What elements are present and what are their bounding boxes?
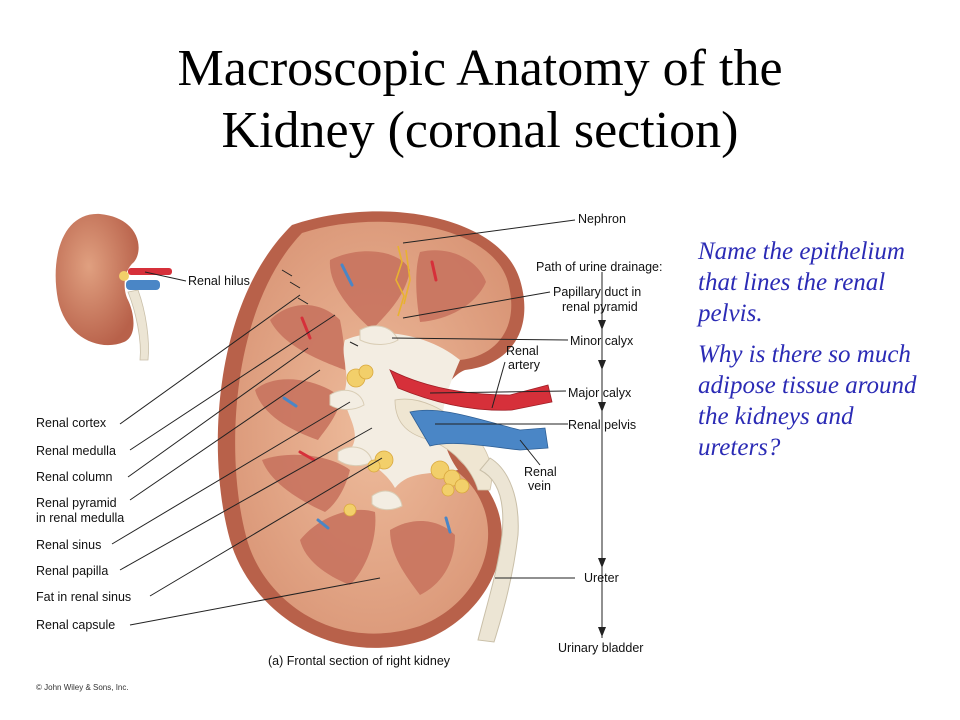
flow-arrow-3 <box>598 402 606 412</box>
minor-calyces <box>329 325 403 511</box>
small-hilus-fat <box>119 271 129 281</box>
small-renal-artery <box>128 268 172 275</box>
small-renal-vein <box>126 280 160 290</box>
label-renal-medulla: Renal medulla <box>36 444 116 458</box>
label-renal-artery-2: artery <box>508 358 541 372</box>
label-papillary-duct-2: renal pyramid <box>562 300 638 314</box>
diagram-labels: Renal hilus Nephron Path of urine draina… <box>36 212 662 692</box>
label-renal-vein-2: vein <box>528 479 551 493</box>
nephron-shape <box>395 245 411 317</box>
small-kidney-shape <box>55 213 139 346</box>
label-renal-capsule: Renal capsule <box>36 618 115 632</box>
question-adipose: Why is there so much adipose tissue arou… <box>698 341 917 461</box>
label-renal-papilla: Renal papilla <box>36 564 108 578</box>
flow-arrow-1 <box>598 320 606 330</box>
renal-pyramids <box>255 250 486 595</box>
label-renal-pyramid-2: in renal medulla <box>36 511 124 525</box>
renal-vein-shape <box>409 409 549 451</box>
label-renal-sinus: Renal sinus <box>36 538 101 552</box>
label-major-calyx: Major calyx <box>568 386 632 400</box>
label-renal-hilus: Renal hilus <box>188 274 250 288</box>
small-ureter <box>127 289 149 361</box>
label-renal-cortex: Renal cortex <box>36 416 107 430</box>
figure-caption: (a) Frontal section of right kidney <box>268 654 451 668</box>
label-renal-vein-1: Renal <box>524 465 557 479</box>
label-renal-artery-1: Renal <box>506 344 539 358</box>
flow-arrow-5 <box>598 627 606 637</box>
renal-artery-shape <box>389 369 553 411</box>
slide-title-line-1: Macroscopic Anatomy of the <box>177 40 783 97</box>
slide-title: Macroscopic Anatomy of the Kidney (coron… <box>0 38 960 162</box>
ureter-shape <box>477 457 519 643</box>
leader-lines <box>111 219 606 638</box>
kidney-section <box>217 211 553 648</box>
copyright-notice: © John Wiley & Sons, Inc. <box>36 683 129 692</box>
label-fat-in-renal-sinus: Fat in renal sinus <box>36 590 131 604</box>
flow-arrow-2 <box>598 360 606 370</box>
slide-title-line-2: Kidney (coronal section) <box>221 102 739 159</box>
flow-arrow-4 <box>598 558 606 568</box>
interlobar-vessels <box>282 260 452 534</box>
question-epithelium: Name the epithelium that lines the renal… <box>698 238 905 327</box>
label-path-of-urine: Path of urine drainage: <box>536 260 662 274</box>
label-nephron: Nephron <box>578 212 626 226</box>
label-renal-pelvis: Renal pelvis <box>568 418 636 432</box>
label-urinary-bladder: Urinary bladder <box>558 641 643 655</box>
small-kidney-illustration <box>55 213 172 361</box>
label-minor-calyx: Minor calyx <box>570 334 634 348</box>
sinus-fat <box>343 364 470 517</box>
study-questions: Name the epithelium that lines the renal… <box>698 236 928 473</box>
label-renal-column: Renal column <box>36 470 112 484</box>
label-papillary-duct-1: Papillary duct in <box>553 285 641 299</box>
label-renal-pyramid-1: Renal pyramid <box>36 496 117 510</box>
label-ureter: Ureter <box>584 571 619 585</box>
